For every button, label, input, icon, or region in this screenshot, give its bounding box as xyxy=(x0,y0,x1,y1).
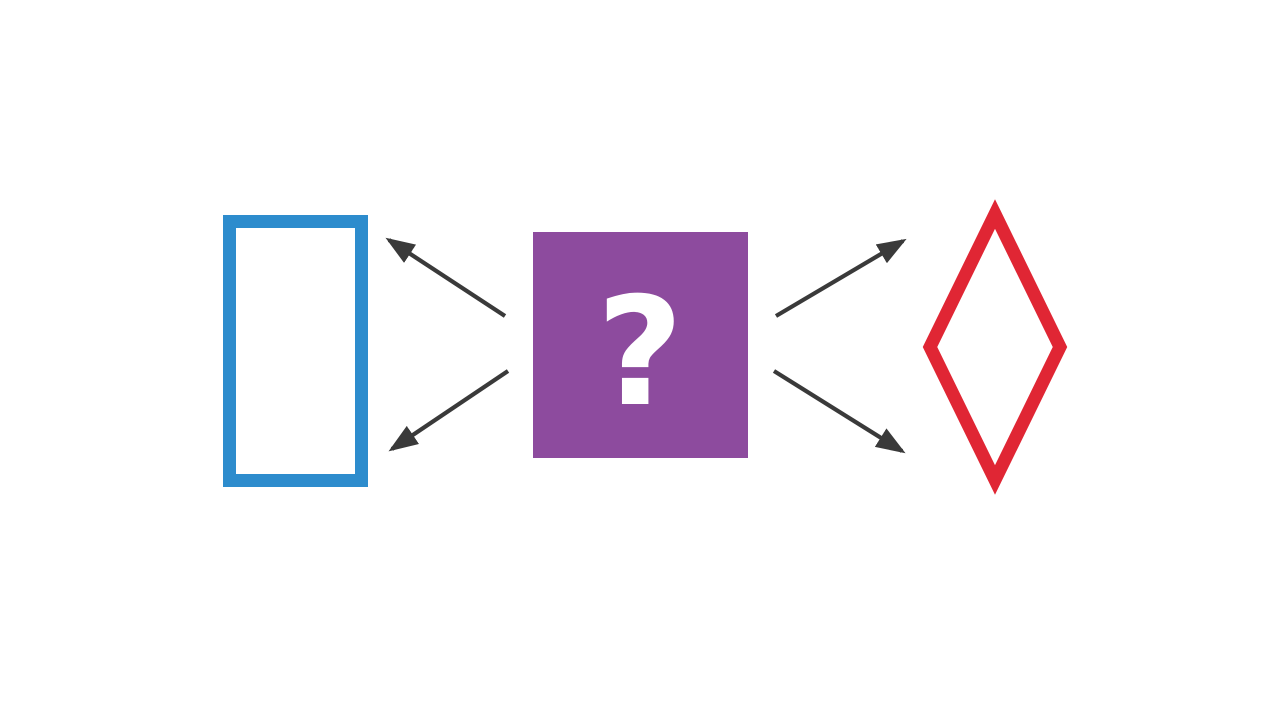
red-diamond-outline xyxy=(922,199,1068,495)
blue-rectangle-outline xyxy=(223,215,368,487)
arrow-square-to-diamond-top xyxy=(774,238,907,318)
arrow-square-to-rectangle-top xyxy=(385,237,507,318)
question-mark-label: ? xyxy=(596,266,683,440)
arrow-square-to-diamond-bottom xyxy=(772,369,906,454)
purple-question-square xyxy=(533,232,748,458)
arrow-square-to-rectangle-bottom xyxy=(388,369,510,452)
